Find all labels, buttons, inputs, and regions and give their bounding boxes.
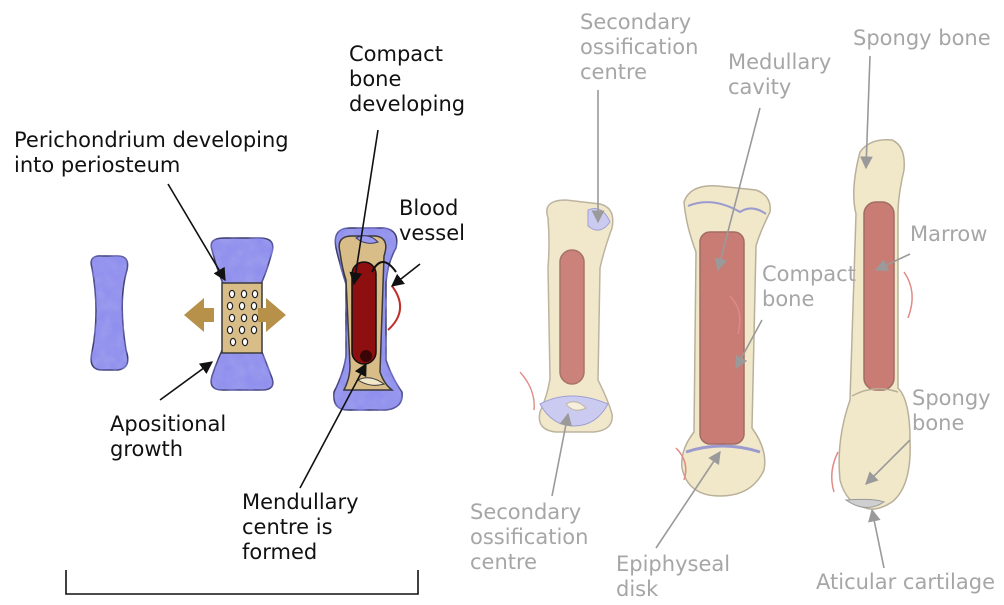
bone-stage6 bbox=[832, 140, 912, 509]
label-epiphyseal-disk: Epiphyseal disk bbox=[616, 552, 730, 602]
stage-bracket bbox=[66, 570, 418, 594]
label-secondary-ossification-bottom: Secondary ossification centre bbox=[470, 500, 588, 574]
blood-vessel bbox=[388, 286, 400, 330]
label-medullary-centre: Mendullary centre is formed bbox=[242, 490, 359, 564]
label-spongy-bone-right: Spongy bone bbox=[912, 386, 991, 436]
label-appositional-growth: Apositional growth bbox=[110, 412, 226, 462]
bone-stage5 bbox=[676, 186, 770, 496]
label-perichondrium: Perichondrium developing into periosteum bbox=[14, 128, 289, 178]
label-compact-bone-developing: Compact bone developing bbox=[349, 42, 465, 116]
label-blood-vessel: Blood vessel bbox=[399, 196, 465, 246]
cartilage-model-stage2 bbox=[184, 238, 286, 390]
cartilage-model-stage1 bbox=[91, 256, 128, 370]
label-spongy-bone-top: Spongy bone bbox=[853, 26, 991, 51]
label-medullary-cavity: Medullary cavity bbox=[728, 50, 831, 100]
bone-stage4 bbox=[520, 200, 613, 432]
label-marrow: Marrow bbox=[910, 222, 987, 247]
bone-stage3 bbox=[334, 228, 402, 410]
growth-arrow-left bbox=[184, 298, 214, 332]
label-compact-bone: Compact bone bbox=[762, 262, 856, 312]
label-secondary-ossification-top: Secondary ossification centre bbox=[580, 10, 698, 84]
label-articular-cartilage: Aticular cartilage bbox=[816, 570, 995, 595]
